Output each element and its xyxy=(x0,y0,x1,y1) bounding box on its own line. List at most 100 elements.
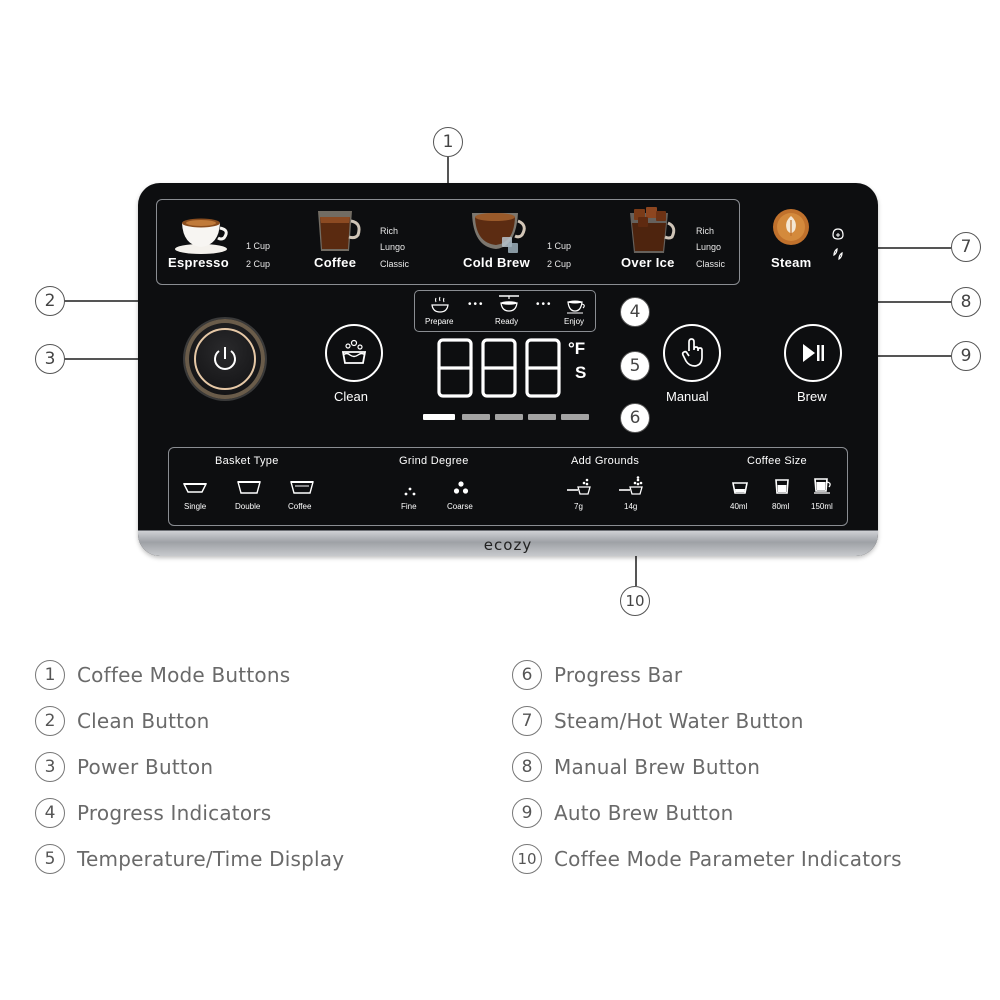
callout-3: 3 xyxy=(35,344,65,374)
power-button-ring xyxy=(194,328,256,390)
coffee-mode-parameter-indicators xyxy=(168,447,848,526)
legend-text-5: Temperature/Time Display xyxy=(77,847,345,871)
coffee-mode-group xyxy=(156,199,740,285)
legend-num-7: 7 xyxy=(512,706,542,736)
add-grounds-title: Add Grounds xyxy=(571,455,640,467)
play-pause-icon xyxy=(801,342,825,369)
mode-coffee-label[interactable]: Coffee xyxy=(314,255,357,270)
progress-bar-segment-4 xyxy=(528,414,556,420)
callout-line-9 xyxy=(840,355,951,357)
auto-brew-button[interactable] xyxy=(784,324,842,382)
progress-bar-segment-1 xyxy=(423,414,455,420)
hot-water-icon[interactable] xyxy=(828,227,848,272)
progress-dots-1: ••• xyxy=(468,299,485,310)
fine-grind-icon xyxy=(403,484,417,502)
basket-double-label: Double xyxy=(235,502,261,511)
hand-touch-icon xyxy=(679,337,707,374)
digit-1 xyxy=(437,338,473,398)
progress-bar-segment-2 xyxy=(462,414,490,420)
legend-num-6: 6 xyxy=(512,660,542,690)
coffee-option-3: Classic xyxy=(380,259,410,269)
size-150ml-icon xyxy=(813,477,833,500)
single-basket-icon xyxy=(182,481,208,500)
enjoy-icon xyxy=(565,297,587,320)
clean-button[interactable] xyxy=(325,324,383,382)
legend-text-6: Progress Bar xyxy=(554,663,683,687)
legend-item-4: 4 Progress Indicators xyxy=(35,798,271,828)
coffee-glass-icon xyxy=(312,207,364,260)
progress-enjoy-label: Enjoy xyxy=(564,317,585,326)
legend-item-9: 9 Auto Brew Button xyxy=(512,798,734,828)
size-150ml-label: 150ml xyxy=(811,502,833,511)
callout-6: 6 xyxy=(620,403,650,433)
unit-seconds: S xyxy=(575,363,587,382)
steam-label[interactable]: Steam xyxy=(771,255,812,270)
coffee-size-title: Coffee Size xyxy=(747,455,807,467)
progress-bar-segment-5 xyxy=(561,414,589,420)
grounds-7g-icon xyxy=(566,478,594,501)
mode-espresso-label[interactable]: Espresso xyxy=(168,255,229,270)
over-ice-option-2: Lungo xyxy=(696,242,722,252)
mode-cold-brew-label[interactable]: Cold Brew xyxy=(463,255,530,270)
progress-prepare-label: Prepare xyxy=(425,317,454,326)
legend-item-2: 2 Clean Button xyxy=(35,706,210,736)
digit-3 xyxy=(525,338,561,398)
grind-coarse-label: Coarse xyxy=(447,502,473,511)
clean-label: Clean xyxy=(334,389,368,404)
callout-8: 8 xyxy=(951,287,981,317)
callout-line-3 xyxy=(64,358,192,360)
callout-2: 2 xyxy=(35,286,65,316)
over-ice-glass-icon xyxy=(624,205,678,262)
callout-1: 1 xyxy=(433,127,463,157)
basket-single-label: Single xyxy=(184,502,207,511)
callout-7: 7 xyxy=(951,232,981,262)
legend-num-8: 8 xyxy=(512,752,542,782)
callout-5: 5 xyxy=(620,351,650,381)
legend-text-7: Steam/Hot Water Button xyxy=(554,709,804,733)
power-button[interactable] xyxy=(185,319,265,399)
size-40ml-icon xyxy=(731,481,749,500)
callout-10: 10 xyxy=(620,586,650,616)
size-40ml-label: 40ml xyxy=(730,502,748,511)
display-digits xyxy=(437,338,561,398)
latte-art-cup-icon[interactable] xyxy=(772,208,810,251)
over-ice-option-3: Classic xyxy=(696,259,726,269)
grounds-14g-icon xyxy=(618,476,646,501)
espresso-cup-icon xyxy=(174,211,232,260)
unit-fahrenheit: °F xyxy=(568,339,586,358)
grind-degree-title: Grind Degree xyxy=(399,455,469,467)
legend-item-1: 1 Coffee Mode Buttons xyxy=(35,660,290,690)
basket-type-title: Basket Type xyxy=(215,455,279,467)
legend-item-8: 8 Manual Brew Button xyxy=(512,752,760,782)
espresso-option-2: 2 Cup xyxy=(246,259,271,269)
legend-item-7: 7 Steam/Hot Water Button xyxy=(512,706,804,736)
cold-brew-option-1: 1 Cup xyxy=(547,241,572,251)
legend-text-3: Power Button xyxy=(77,755,214,779)
control-panel: Espresso 1 Cup 2 Cup Coffee Rich Lungo C… xyxy=(138,183,878,556)
legend-item-10: 10 Coffee Mode Parameter Indicators xyxy=(512,844,902,874)
mode-over-ice-label[interactable]: Over Ice xyxy=(621,255,675,270)
callout-line-1 xyxy=(447,157,449,199)
progress-ready-label: Ready xyxy=(495,317,519,326)
metal-trim xyxy=(138,530,878,556)
legend-num-9: 9 xyxy=(512,798,542,828)
legend-num-5: 5 xyxy=(35,844,65,874)
legend-item-6: 6 Progress Bar xyxy=(512,660,682,690)
grounds-14g-label: 14g xyxy=(624,502,638,511)
temperature-time-display xyxy=(436,337,566,404)
prepare-icon xyxy=(429,295,451,318)
grounds-7g-label: 7g xyxy=(574,502,583,511)
callout-line-7 xyxy=(848,247,951,249)
manual-brew-button[interactable] xyxy=(663,324,721,382)
legend-text-4: Progress Indicators xyxy=(77,801,272,825)
callout-9: 9 xyxy=(951,341,981,371)
size-80ml-label: 80ml xyxy=(772,502,790,511)
over-ice-option-1: Rich xyxy=(696,226,715,236)
basket-coffee-label: Coffee xyxy=(288,502,312,511)
legend-num-4: 4 xyxy=(35,798,65,828)
callout-4: 4 xyxy=(620,297,650,327)
legend-num-10: 10 xyxy=(512,844,542,874)
espresso-option-1: 1 Cup xyxy=(246,241,271,251)
legend-text-9: Auto Brew Button xyxy=(554,801,734,825)
grind-fine-label: Fine xyxy=(401,502,417,511)
